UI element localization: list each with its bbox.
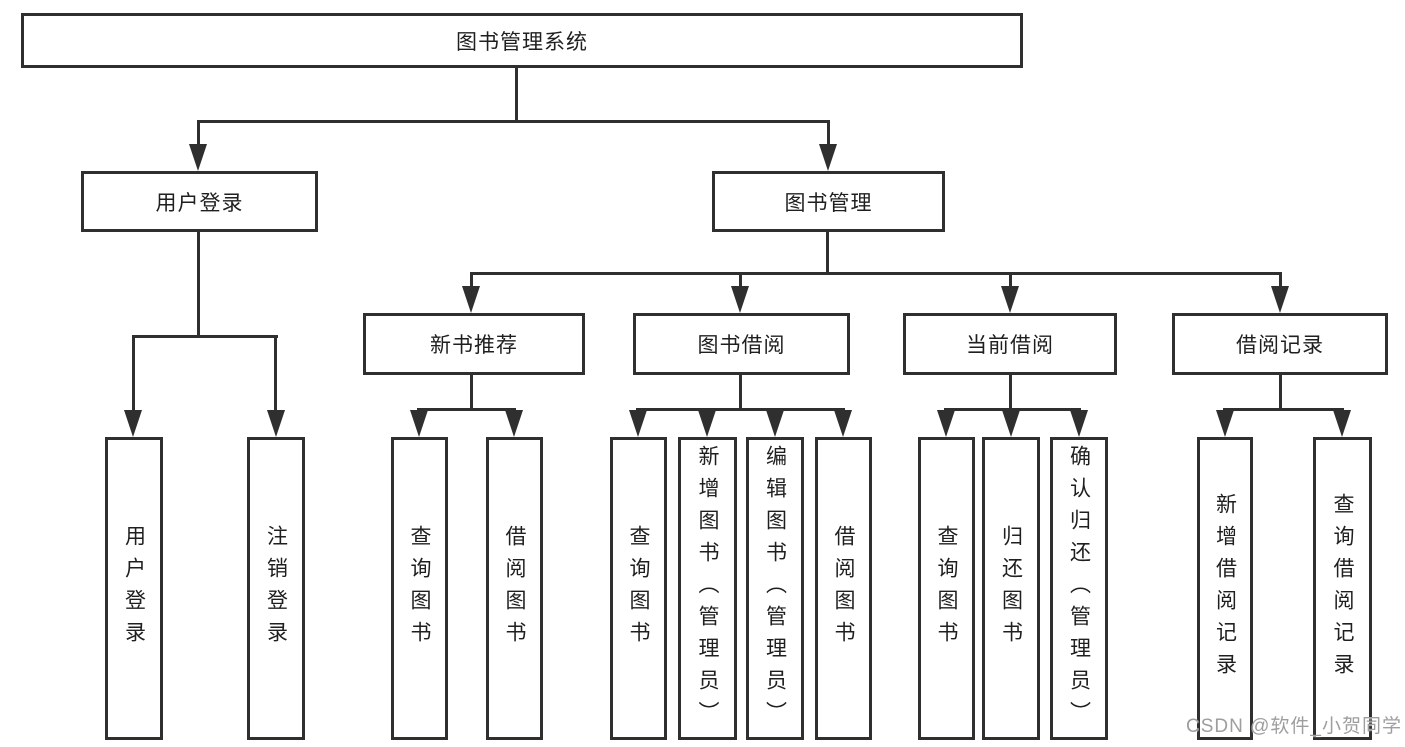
node-new-book-recommend: 新书推荐	[363, 313, 585, 375]
leaf-current-borrow-query: 查询图书	[918, 437, 975, 740]
node-label: 图书管理系统	[456, 30, 588, 54]
connector-new-book-bus	[417, 408, 516, 411]
connector-user-login-bus	[132, 335, 278, 338]
connector-drop-book-mgmt	[827, 120, 830, 146]
node-book-management: 图书管理	[712, 171, 945, 232]
arrowhead-down-icon	[629, 410, 647, 437]
node-label: 归还图书	[999, 524, 1023, 653]
leaf-current-borrow-confirm-admin: 确认归还（管理员）	[1050, 437, 1108, 740]
node-label: 图书管理	[784, 191, 873, 215]
connector-current-borrow-bus	[944, 408, 1081, 411]
leaf-logout: 注销登录	[247, 437, 305, 740]
arrowhead-down-icon	[1216, 410, 1234, 437]
connector-current-borrow-trunk	[1009, 375, 1012, 409]
arrowhead-down-icon	[410, 410, 428, 437]
arrowhead-down-icon	[937, 410, 955, 437]
node-label: 查询图书	[935, 524, 958, 653]
arrowhead-down-icon	[267, 410, 285, 437]
node-label: 查询图书	[408, 524, 431, 653]
connector-drop-book-borrow	[739, 272, 742, 286]
connector-borrow-record-trunk	[1279, 375, 1282, 409]
node-user-login: 用户登录	[81, 171, 318, 232]
arrowhead-down-icon	[505, 410, 523, 437]
node-label: 新书推荐	[430, 334, 518, 357]
connector-user-login-trunk	[197, 232, 200, 335]
leaf-book-borrow-query: 查询图书	[610, 437, 667, 740]
leaf-borrow-record-add: 新增借阅记录	[1197, 437, 1253, 740]
connector-drop-user-login	[197, 120, 200, 146]
arrowhead-down-icon	[1333, 410, 1351, 437]
csdn-watermark: CSDN @软件_小贺同学	[1186, 716, 1402, 737]
arrowhead-down-icon	[766, 410, 784, 437]
node-label: 编辑图书（管理员）	[763, 444, 787, 733]
connector-root-trunk	[515, 68, 518, 120]
connector-book-mgmt-trunk	[826, 232, 829, 272]
node-label: 图书借阅	[697, 334, 786, 357]
node-book-borrowing: 图书借阅	[633, 313, 850, 375]
arrowhead-down-icon	[462, 286, 480, 313]
leaf-current-borrow-return: 归还图书	[982, 437, 1040, 740]
node-label: 新增图书（管理员）	[696, 444, 719, 733]
node-label: 借阅图书	[503, 524, 526, 653]
leaf-new-book-borrow: 借阅图书	[486, 437, 543, 740]
arrowhead-down-icon	[698, 410, 716, 437]
connector-drop-leaf-logout	[274, 335, 277, 410]
node-label: 用户登录	[122, 524, 146, 653]
leaf-book-borrow-add-admin: 新增图书（管理员）	[678, 437, 737, 740]
leaf-user-login: 用户登录	[105, 437, 163, 740]
connector-book-borrow-trunk	[739, 375, 742, 409]
arrowhead-down-icon	[1070, 410, 1088, 437]
connector-drop-borrow-record	[1279, 272, 1282, 286]
node-label: 当前借阅	[966, 334, 1054, 357]
node-label: 查询借阅记录	[1331, 492, 1354, 685]
arrowhead-down-icon	[834, 410, 852, 437]
node-label: 注销登录	[264, 524, 288, 653]
node-label: 查询图书	[627, 524, 650, 653]
node-label: 借阅记录	[1236, 334, 1324, 357]
leaf-book-borrow-borrow: 借阅图书	[815, 437, 872, 740]
arrowhead-down-icon	[819, 144, 837, 171]
connector-level3-bus	[470, 272, 1282, 275]
node-borrow-records: 借阅记录	[1172, 313, 1388, 375]
leaf-new-book-query: 查询图书	[391, 437, 448, 740]
leaf-book-borrow-edit-admin: 编辑图书（管理员）	[746, 437, 804, 740]
node-label: 确认归还（管理员）	[1067, 444, 1091, 733]
arrowhead-down-icon	[189, 144, 207, 171]
arrowhead-down-icon	[731, 286, 749, 313]
node-current-borrowing: 当前借阅	[903, 313, 1117, 375]
connector-drop-current-borrow	[1009, 272, 1012, 286]
arrowhead-down-icon	[1271, 286, 1289, 313]
node-library-management-system: 图书管理系统	[21, 13, 1023, 68]
connector-borrow-record-bus	[1223, 408, 1344, 411]
arrowhead-down-icon	[124, 410, 142, 437]
node-label: 借阅图书	[832, 524, 855, 653]
connector-drop-leaf-user-login	[132, 335, 135, 410]
node-label: 新增借阅记录	[1213, 492, 1237, 685]
connector-level2-bus	[197, 120, 830, 123]
arrowhead-down-icon	[1002, 410, 1020, 437]
connector-new-book-trunk	[470, 375, 473, 409]
node-label: 用户登录	[155, 191, 244, 215]
leaf-borrow-record-query: 查询借阅记录	[1313, 437, 1372, 740]
arrowhead-down-icon	[1001, 286, 1019, 313]
connector-book-borrow-bus	[636, 408, 845, 411]
connector-drop-new-book	[470, 272, 473, 286]
